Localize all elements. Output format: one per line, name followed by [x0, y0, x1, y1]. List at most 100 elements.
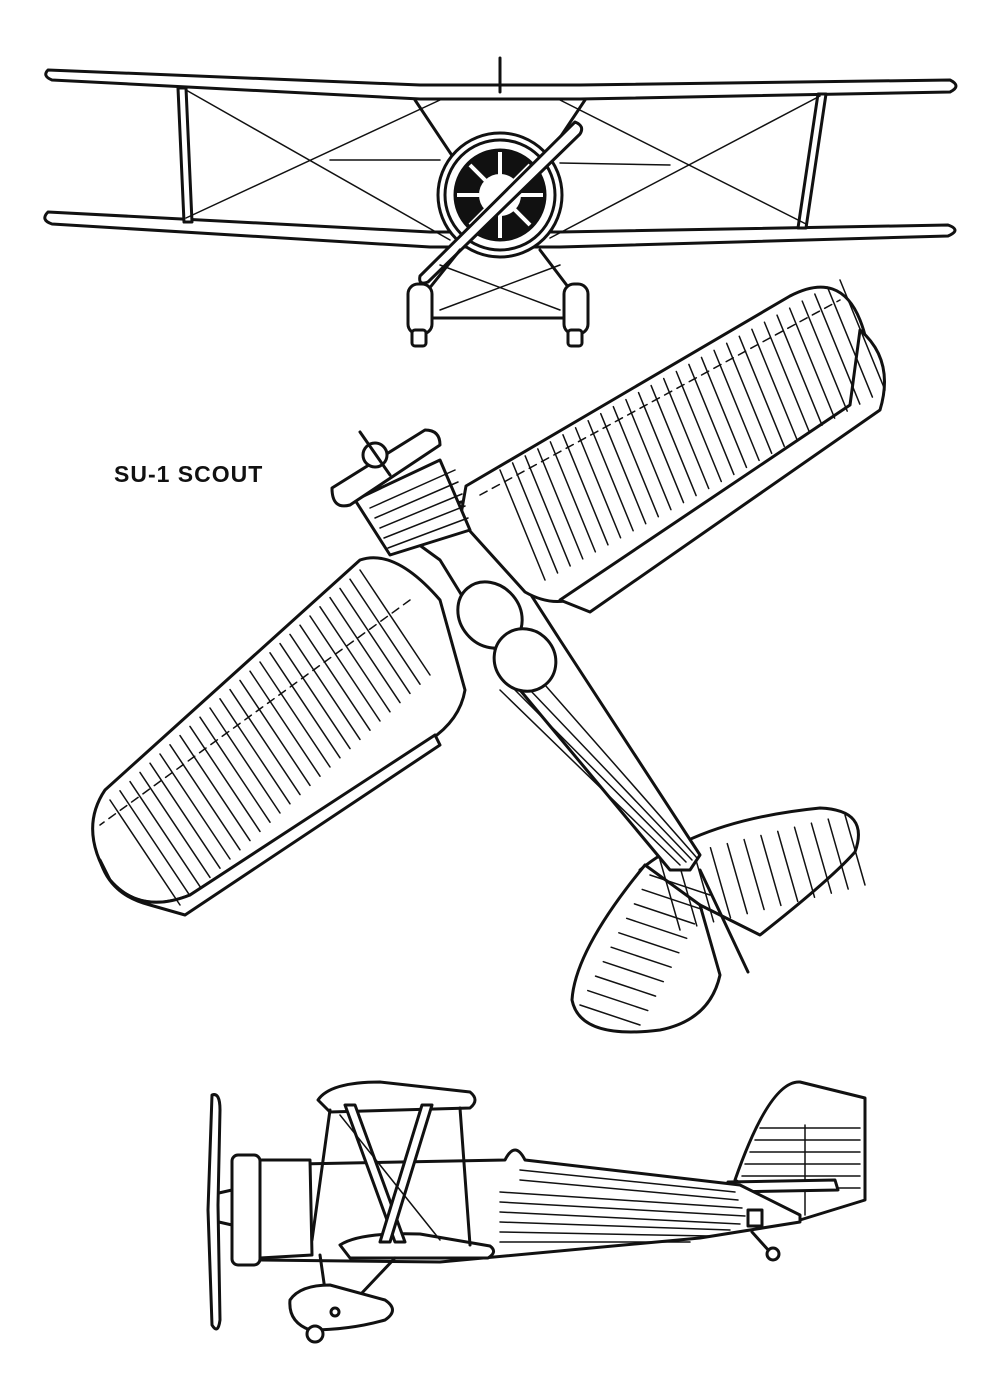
side-tail-skid: [750, 1230, 772, 1254]
wing-rib: [562, 434, 609, 546]
wing-rib: [189, 725, 261, 833]
side-propeller: [206, 1093, 222, 1331]
plan-lower-wing-left: [98, 733, 442, 917]
wing-rib: [279, 642, 351, 750]
tail-rib: [793, 826, 816, 899]
side-tail-wheel: [765, 1246, 781, 1262]
wing-rib: [309, 615, 381, 722]
tail-rib: [594, 975, 657, 997]
wing-rib: [119, 790, 191, 897]
side-fuselage-stringers: [499, 1169, 746, 1243]
wing-rib: [763, 321, 811, 433]
front-strut-right: [796, 92, 828, 230]
wing-rib: [625, 398, 672, 511]
front-wheel-left: [406, 282, 434, 348]
front-cabane-strut-left: [413, 98, 457, 162]
side-wing-struts: [310, 1103, 472, 1247]
wing-rib: [109, 799, 181, 906]
side-tail-panel: [746, 1208, 764, 1228]
wing-rib: [839, 279, 886, 391]
wing-rib: [199, 716, 271, 823]
wing-rib: [169, 744, 241, 851]
tail-rib: [579, 1004, 641, 1026]
wing-rib: [129, 780, 201, 888]
wing-rib: [537, 448, 584, 560]
wing-rib: [179, 734, 251, 842]
wing-rib: [612, 405, 660, 518]
wing-rib: [259, 661, 331, 768]
wing-rib: [776, 314, 823, 426]
side-upper-wing: [316, 1080, 477, 1114]
wing-rib: [269, 652, 341, 759]
wing-rib: [289, 633, 361, 741]
wing-rib: [229, 688, 301, 796]
plan-left-spar: [99, 599, 411, 826]
wing-rib: [574, 427, 622, 539]
wing-rib: [159, 753, 231, 860]
front-propeller: [418, 120, 584, 285]
tail-rib: [633, 903, 696, 925]
plan-rudder: [698, 868, 750, 974]
tail-rib: [760, 834, 782, 907]
wing-rib: [826, 286, 874, 398]
plan-upper-spar: [479, 299, 841, 496]
wing-rib: [688, 363, 735, 476]
front-wheel-right: [562, 282, 590, 348]
wing-rib: [801, 300, 848, 412]
wing-rib: [725, 342, 773, 455]
tail-rib: [641, 888, 703, 911]
wing-rib: [549, 441, 597, 553]
tail-rib: [587, 989, 649, 1012]
tail-rib: [649, 874, 711, 896]
wing-rib: [319, 606, 391, 713]
front-strut-left: [176, 86, 194, 224]
tail-rib: [776, 830, 799, 903]
wing-rib: [239, 679, 311, 787]
tail-rib: [844, 814, 866, 886]
wing-rib: [788, 307, 836, 419]
tail-rib: [602, 960, 665, 983]
wing-rib: [814, 293, 861, 405]
plan-fuselage-stringers: [499, 684, 698, 866]
wing-rib: [499, 469, 546, 581]
wing-rib: [662, 377, 710, 490]
plan-lower-wing-right: [558, 328, 886, 614]
side-view: [206, 1080, 867, 1344]
wing-rib: [339, 587, 411, 695]
wing-rib: [587, 419, 634, 532]
wing-rib: [249, 670, 321, 777]
wing-rib: [751, 328, 798, 441]
wing-rib: [359, 569, 431, 676]
side-landing-gear: [288, 1253, 397, 1344]
front-lower-wing: [43, 210, 957, 249]
tail-rib: [692, 851, 715, 923]
wing-rib: [675, 370, 723, 483]
wing-rib: [219, 698, 291, 805]
wing-rib: [738, 335, 786, 448]
wing-rib: [139, 771, 211, 879]
wing-rib: [599, 412, 647, 525]
wing-rib: [524, 455, 571, 567]
side-lower-wing: [338, 1232, 495, 1260]
plan-horizontal-tail: [570, 806, 866, 1034]
wing-rib: [209, 707, 281, 814]
front-view: [43, 56, 958, 348]
plan-wing-ribs: [109, 279, 886, 906]
tail-rib: [625, 917, 688, 940]
wing-rib: [329, 596, 401, 704]
tail-rib: [810, 822, 833, 894]
tail-rib: [709, 846, 732, 919]
wing-rib: [650, 384, 697, 497]
tail-rib: [618, 932, 680, 954]
plan-rear-cockpit: [492, 627, 558, 693]
wing-rib: [637, 391, 685, 504]
wing-rib: [700, 356, 748, 469]
wing-rib: [511, 462, 559, 574]
tail-rib: [743, 838, 765, 911]
aircraft-designation-label: SU-1 SCOUT: [114, 461, 264, 487]
wing-rib: [349, 578, 421, 685]
tail-rib: [610, 946, 672, 968]
wing-rib: [299, 624, 371, 731]
plan-engine: [330, 428, 472, 557]
